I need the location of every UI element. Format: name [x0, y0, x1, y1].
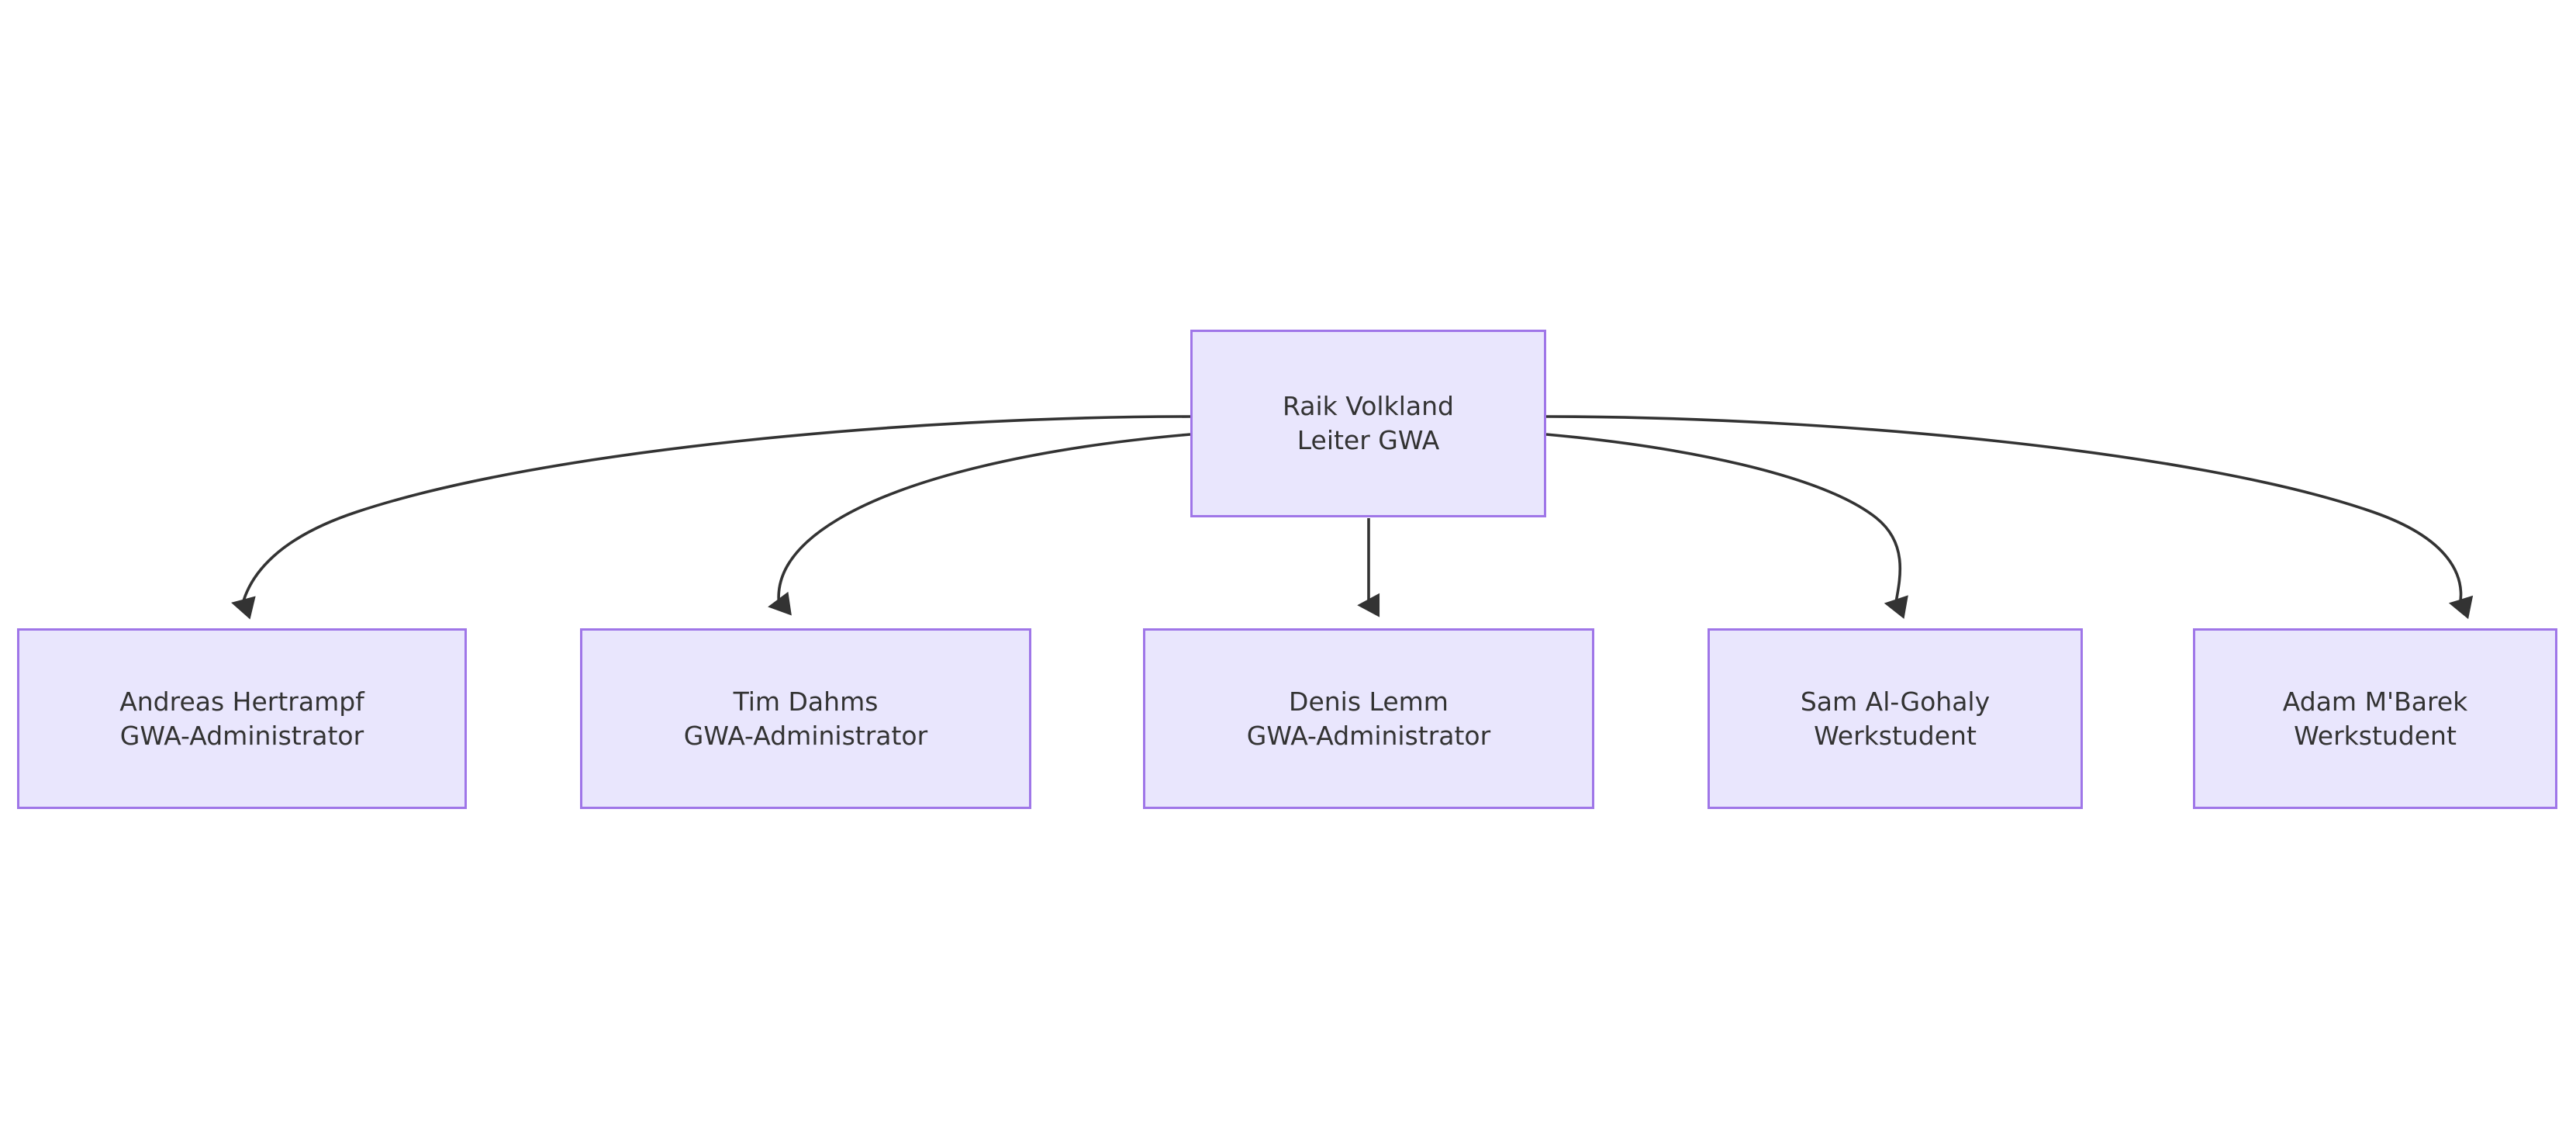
node-denis-lemm[interactable]: Denis Lemm GWA-Administrator — [1143, 628, 1594, 809]
node-tim-dahms[interactable]: Tim Dahms GWA-Administrator — [580, 628, 1031, 809]
node-name: Sam Al-Gohaly — [1800, 686, 1991, 717]
node-name: Denis Lemm — [1289, 686, 1449, 717]
node-role: Werkstudent — [1814, 720, 1977, 751]
node-andreas-hertrampf[interactable]: Andreas Hertrampf GWA-Administrator — [17, 628, 467, 809]
node-adam-mbarek[interactable]: Adam M'Barek Werkstudent — [2193, 628, 2557, 809]
edge-root-to-adam-mbarek — [1545, 415, 2474, 620]
node-sam-al-gohaly[interactable]: Sam Al-Gohaly Werkstudent — [1708, 628, 2083, 809]
node-raik-volkland[interactable]: Raik Volkland Leiter GWA — [1190, 330, 1546, 517]
node-role: Leiter GWA — [1297, 425, 1440, 455]
edge-root-to-tim-dahms — [768, 433, 1191, 616]
edge-root-to-andreas-hertrampf — [231, 415, 1191, 620]
node-role: GWA-Administrator — [1246, 720, 1491, 751]
node-name: Adam M'Barek — [2282, 686, 2468, 717]
node-name: Andreas Hertrampf — [119, 686, 364, 717]
node-name: Tim Dahms — [733, 686, 879, 717]
node-role: Werkstudent — [2294, 720, 2457, 751]
node-name: Raik Volkland — [1283, 391, 1454, 422]
node-role: GWA-Administrator — [119, 720, 364, 751]
node-role: GWA-Administrator — [683, 720, 928, 751]
edge-root-to-sam-al-gohaly — [1545, 433, 1908, 619]
